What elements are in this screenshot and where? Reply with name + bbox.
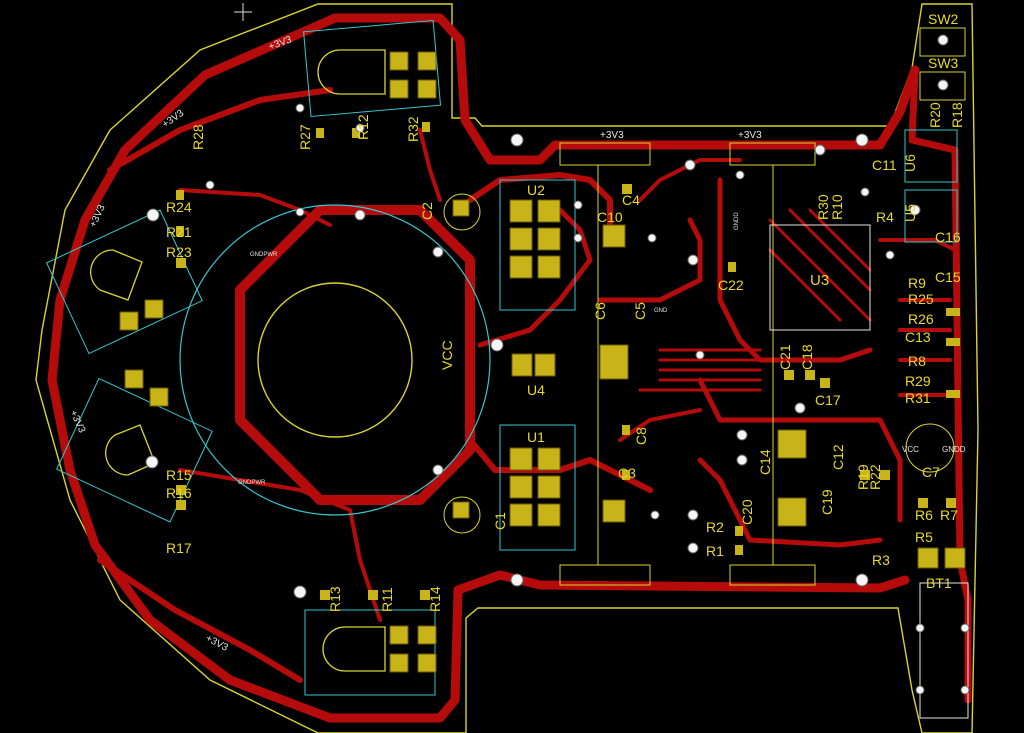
ref-c22: C22 bbox=[718, 277, 744, 293]
ref-u4: U4 bbox=[527, 382, 545, 398]
ref-c15: C15 bbox=[935, 269, 961, 285]
net-label-3v3-right: +3V3 bbox=[738, 130, 762, 141]
ref-r8: R8 bbox=[908, 353, 926, 369]
ref-r5: R5 bbox=[915, 529, 933, 545]
ref-r13: R13 bbox=[327, 586, 343, 612]
ref-c8: C8 bbox=[633, 427, 649, 445]
ref-u3: U3 bbox=[810, 272, 829, 289]
board-outline bbox=[35, 3, 979, 733]
silk-vcc-small: VCC bbox=[902, 445, 919, 454]
ref-r29: R29 bbox=[905, 373, 931, 389]
ref-r16: R16 bbox=[166, 485, 192, 501]
ref-c19: C19 bbox=[819, 489, 835, 515]
ref-r3: R3 bbox=[872, 552, 890, 568]
silk-small-text: GNDPWR GNDPWR GND GNDD VCC GNDD bbox=[238, 212, 966, 486]
ref-r28: R28 bbox=[190, 124, 206, 150]
ref-c21: C21 bbox=[777, 344, 793, 370]
ref-c16: C16 bbox=[935, 229, 961, 245]
motor-footprint: VCC bbox=[179, 204, 491, 516]
ref-r2: R2 bbox=[706, 519, 724, 535]
vias bbox=[145, 34, 970, 695]
ref-c5: C5 bbox=[632, 302, 648, 320]
smd-pads bbox=[176, 122, 960, 600]
ref-bt1: BT1 bbox=[926, 575, 952, 591]
ref-c6: C6 bbox=[592, 302, 608, 320]
ref-r20: R20 bbox=[927, 102, 943, 128]
ref-r15: R15 bbox=[166, 467, 192, 483]
ref-r14: R14 bbox=[427, 586, 443, 612]
ref-c11: C11 bbox=[872, 157, 897, 173]
ref-r12: R12 bbox=[355, 114, 371, 140]
silk-gndd-a: GNDD bbox=[942, 445, 966, 454]
ref-r26: R26 bbox=[908, 311, 934, 327]
ref-u5: U5 bbox=[902, 204, 918, 222]
ref-r23: R23 bbox=[166, 244, 192, 260]
ref-c1: C1 bbox=[492, 512, 508, 530]
ref-r30: R30 bbox=[815, 194, 831, 220]
ref-c20: C20 bbox=[739, 499, 755, 525]
ic-outlines bbox=[443, 27, 969, 719]
ref-r1: R1 bbox=[706, 543, 724, 559]
ref-c17: C17 bbox=[815, 392, 841, 408]
ref-c4: C4 bbox=[622, 192, 640, 208]
ref-sw3: SW3 bbox=[928, 55, 959, 71]
ref-c13: C13 bbox=[905, 329, 931, 345]
ref-u1: U1 bbox=[527, 429, 545, 445]
ref-r24: R24 bbox=[166, 199, 192, 215]
ref-r32: R32 bbox=[405, 116, 421, 142]
pads bbox=[119, 51, 966, 673]
silk-gndd-b: GNDD bbox=[734, 212, 740, 230]
ref-r9: R9 bbox=[908, 275, 926, 291]
silk-gnd-a: GND bbox=[654, 308, 668, 314]
crosshair-icon bbox=[234, 3, 252, 21]
ref-r31: R31 bbox=[905, 390, 931, 406]
ref-c18: C18 bbox=[799, 344, 815, 370]
ref-r27: R27 bbox=[297, 124, 313, 150]
ref-c7: C7 bbox=[922, 464, 940, 480]
ref-sw2: SW2 bbox=[928, 11, 959, 27]
ref-u2: U2 bbox=[527, 182, 545, 198]
component-labels: SW2 SW3 R20 R18 C11 U6 U5 C16 C15 R9 R25… bbox=[166, 11, 965, 612]
ref-r18: R18 bbox=[949, 102, 965, 128]
ref-r22: R22 bbox=[867, 464, 883, 490]
ref-r11: R11 bbox=[379, 587, 395, 612]
ref-r21: R21 bbox=[166, 224, 192, 240]
ref-c10: C10 bbox=[597, 209, 623, 225]
ref-c3: C3 bbox=[618, 465, 636, 481]
ref-r17: R17 bbox=[166, 540, 192, 556]
silk-gndpwr-b: GNDPWR bbox=[238, 480, 266, 486]
net-label-3v3-mid: +3V3 bbox=[600, 130, 624, 141]
ref-r19: R19 bbox=[855, 464, 871, 490]
ref-r4: R4 bbox=[876, 209, 894, 225]
ref-r10: R10 bbox=[829, 194, 845, 220]
ref-c14: C14 bbox=[757, 449, 773, 475]
net-label-vcc: VCC bbox=[439, 340, 455, 370]
ref-c2: C2 bbox=[419, 202, 435, 220]
ir-led-outlines bbox=[90, 49, 386, 672]
sensor-housings bbox=[46, 19, 958, 696]
ref-r7: R7 bbox=[940, 507, 958, 523]
silk-gndpwr-a: GNDPWR bbox=[250, 252, 278, 258]
ref-u6: U6 bbox=[902, 154, 918, 172]
ref-c12: C12 bbox=[830, 444, 846, 470]
ref-r25: R25 bbox=[908, 291, 934, 307]
ref-r6: R6 bbox=[915, 507, 933, 523]
